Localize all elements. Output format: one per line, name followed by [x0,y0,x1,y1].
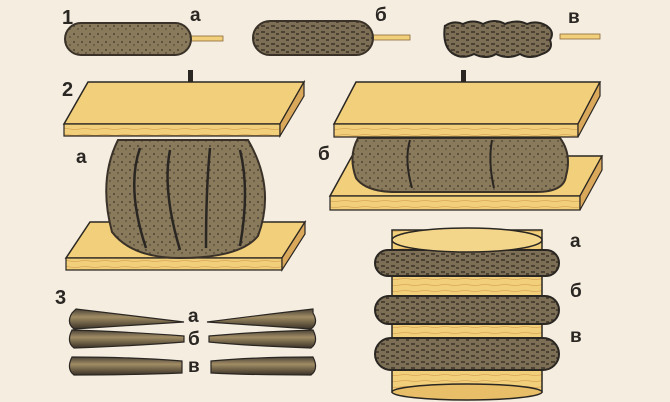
ring-cylinder [374,227,560,401]
step-number-2: 2 [62,79,74,101]
cone-label-b: б [188,329,200,350]
cone-label-v: в [188,356,200,377]
press-b [328,81,604,211]
roll-label-v: в [568,7,580,28]
press-label-b: б [318,144,330,165]
ring-label-b: б [570,281,582,302]
roll-a [64,22,224,56]
step-number-1: 1 [62,7,74,29]
step-number-3: 3 [55,287,67,309]
cone-label-a: а [188,306,199,327]
ring-label-v: в [570,326,582,347]
ring-label-a: а [570,231,581,252]
roll-label-b: б [375,5,387,26]
press-a [62,79,307,273]
roll-v [443,20,601,58]
press-label-a: а [76,147,87,168]
roll-b [252,20,411,56]
roll-label-a: а [190,5,201,26]
cones [68,308,317,376]
